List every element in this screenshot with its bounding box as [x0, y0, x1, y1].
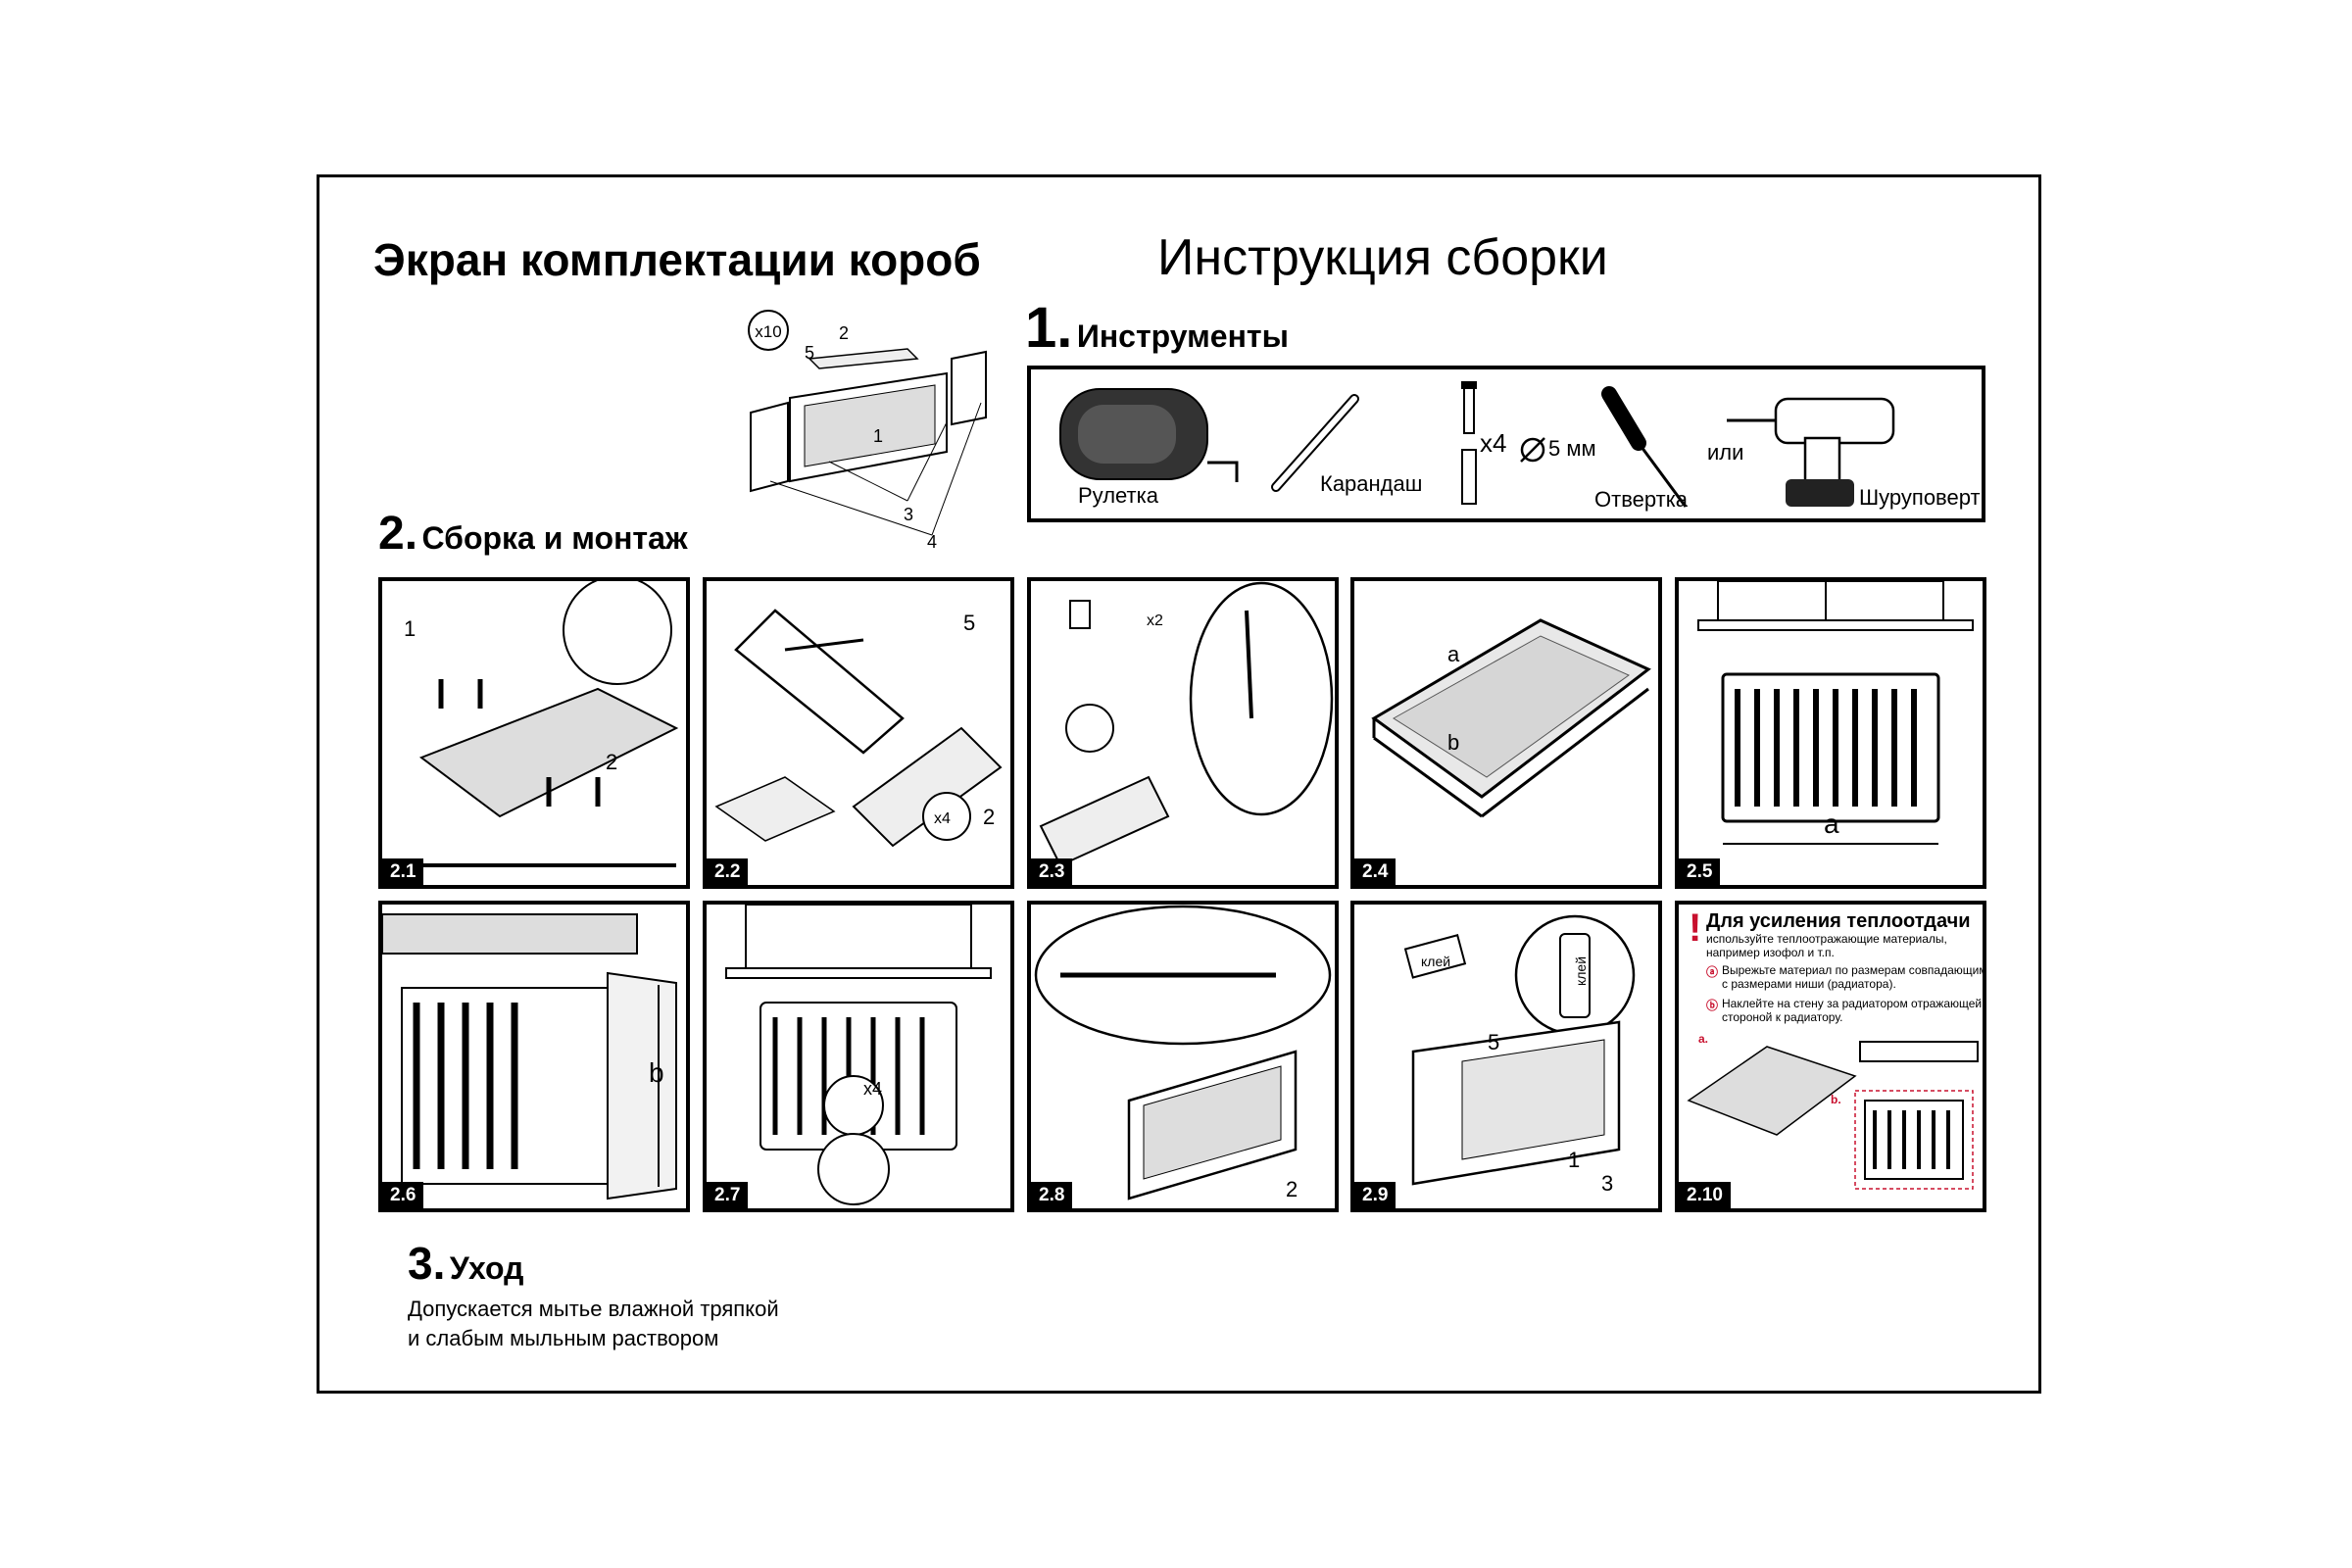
label-5: 5: [805, 343, 814, 363]
tape-measure-icon: [1059, 388, 1239, 482]
note-b1: Наклейте на стену за радиатором отражающ…: [1722, 997, 1983, 1010]
p27-label-x4: x4: [863, 1079, 883, 1099]
p22-label-2: 2: [983, 805, 996, 829]
diameter-icon: [1520, 437, 1545, 463]
tools-box: Рулетка Карандаш x4 5 мм Отвертка или Шу…: [1027, 366, 1985, 522]
tool-pencil-label: Карандаш: [1320, 471, 1423, 496]
step-panel-2-8: 2 2.8: [1027, 901, 1339, 1212]
p22-label-x4: x4: [934, 810, 951, 827]
note-mark-b: b.: [1831, 1093, 1841, 1106]
section-1-heading: 1. Инструменты: [1025, 300, 1289, 357]
p23-label-x2: x2: [1147, 612, 1163, 629]
p24-label-a: a: [1447, 642, 1460, 666]
step-badge-2-3: 2.3: [1031, 858, 1073, 885]
note-sub1: используйте теплоотражающие материалы,: [1706, 932, 1947, 946]
step-panel-2-4: a b 2.4: [1350, 577, 1662, 889]
p29-glue-bottle-label: клей: [1573, 956, 1590, 987]
step-badge-2-8: 2.8: [1031, 1182, 1073, 1208]
screw-qty: x4: [1480, 428, 1507, 458]
exploded-diagram: x10 2 5 1 3 4: [711, 305, 1025, 552]
step-badge-2-7: 2.7: [707, 1182, 749, 1208]
screw-diameter: 5 мм: [1548, 436, 1596, 461]
label-3: 3: [904, 505, 913, 524]
note-a2: с размерами ниши (радиатора).: [1722, 977, 1896, 991]
p21-label-2: 2: [606, 750, 618, 774]
page-title: Экран комплектации короб: [373, 234, 981, 285]
pencil-icon: [1271, 394, 1359, 492]
note-marker-b-icon: ⓑ: [1706, 999, 1719, 1012]
tool-screwdriver-label: Отвертка: [1594, 487, 1689, 512]
note-sub2: например изофол и т.п.: [1706, 946, 1835, 959]
p22-label-5: 5: [963, 611, 976, 635]
section-2-number: 2.: [378, 508, 418, 560]
note-a1: Вырежьте материал по размерам совпадающи…: [1722, 963, 1986, 977]
step-badge-2-9: 2.9: [1354, 1182, 1396, 1208]
care-line-2: и слабым мыльным раствором: [408, 1326, 719, 1350]
note-marker-a-icon: ⓐ: [1706, 965, 1719, 979]
tool-drill-label: Шуруповерт: [1859, 485, 1981, 510]
section-2-heading: 2. Сборка и монтаж: [378, 511, 688, 558]
qty-badge: x10: [755, 322, 781, 341]
instruction-sheet: Экран комплектации короб Инструкция сбор…: [317, 174, 2041, 1394]
label-1: 1: [873, 426, 883, 446]
note-mark-a: a.: [1698, 1032, 1709, 1046]
step-panel-2-1: 1 2 2.1: [378, 577, 690, 889]
warning-icon: !: [1689, 906, 1702, 950]
p29-label-1: 1: [1568, 1148, 1581, 1172]
section-2-title: Сборка и монтаж: [421, 520, 688, 556]
step-panel-2-10: ! Для усиления теплоотдачи используйте т…: [1675, 901, 1986, 1212]
step-badge-2-5: 2.5: [1679, 858, 1721, 885]
section-3-number: 3.: [408, 1238, 446, 1289]
step-badge-2-6: 2.6: [382, 1182, 424, 1208]
step-panel-2-3: x2 2.3: [1027, 577, 1339, 889]
p29-label-5: 5: [1488, 1030, 1500, 1054]
tool-or-label: или: [1707, 440, 1744, 465]
screwdriver-icon: [1601, 386, 1688, 508]
step-badge-2-1: 2.1: [382, 858, 424, 885]
section-1-number: 1.: [1025, 296, 1073, 360]
label-4: 4: [927, 532, 937, 550]
step-badge-2-10: 2.10: [1679, 1182, 1731, 1208]
step-panel-2-7: x4 2.7: [703, 901, 1014, 1212]
section-1-title: Инструменты: [1076, 318, 1289, 354]
step-badge-2-4: 2.4: [1354, 858, 1396, 885]
p28-label-2: 2: [1286, 1177, 1298, 1201]
p25-label-a: a: [1824, 808, 1839, 839]
step-panel-2-9: клей клей 5 1 3 2.9: [1350, 901, 1662, 1212]
p29-label-3: 3: [1601, 1171, 1614, 1196]
note-heading: Для усиления теплоотдачи: [1706, 910, 1971, 932]
care-line-1: Допускается мытье влажной тряпкой: [408, 1297, 779, 1321]
tool-tape-label: Рулетка: [1078, 483, 1158, 508]
step-panel-2-5: a 2.5: [1675, 577, 1986, 889]
p24-label-b: b: [1447, 730, 1460, 755]
step-panel-2-2: 5 x4 2 2.2: [703, 577, 1014, 889]
step-panel-2-6: b 2.6: [378, 901, 690, 1212]
drill-icon: [1727, 397, 1895, 507]
note-b2: стороной к радиатору.: [1722, 1010, 1843, 1024]
p29-glue-label: клей: [1421, 954, 1451, 969]
p21-label-1: 1: [404, 616, 416, 641]
section-3-heading: 3. Уход: [408, 1241, 523, 1287]
p26-label-b: b: [649, 1057, 664, 1088]
screw-icon: [1461, 381, 1477, 505]
step-badge-2-2: 2.2: [707, 858, 749, 885]
page-subtitle: Инструкция сборки: [1157, 229, 1608, 286]
label-2: 2: [839, 323, 849, 343]
section-3-title: Уход: [449, 1250, 524, 1286]
